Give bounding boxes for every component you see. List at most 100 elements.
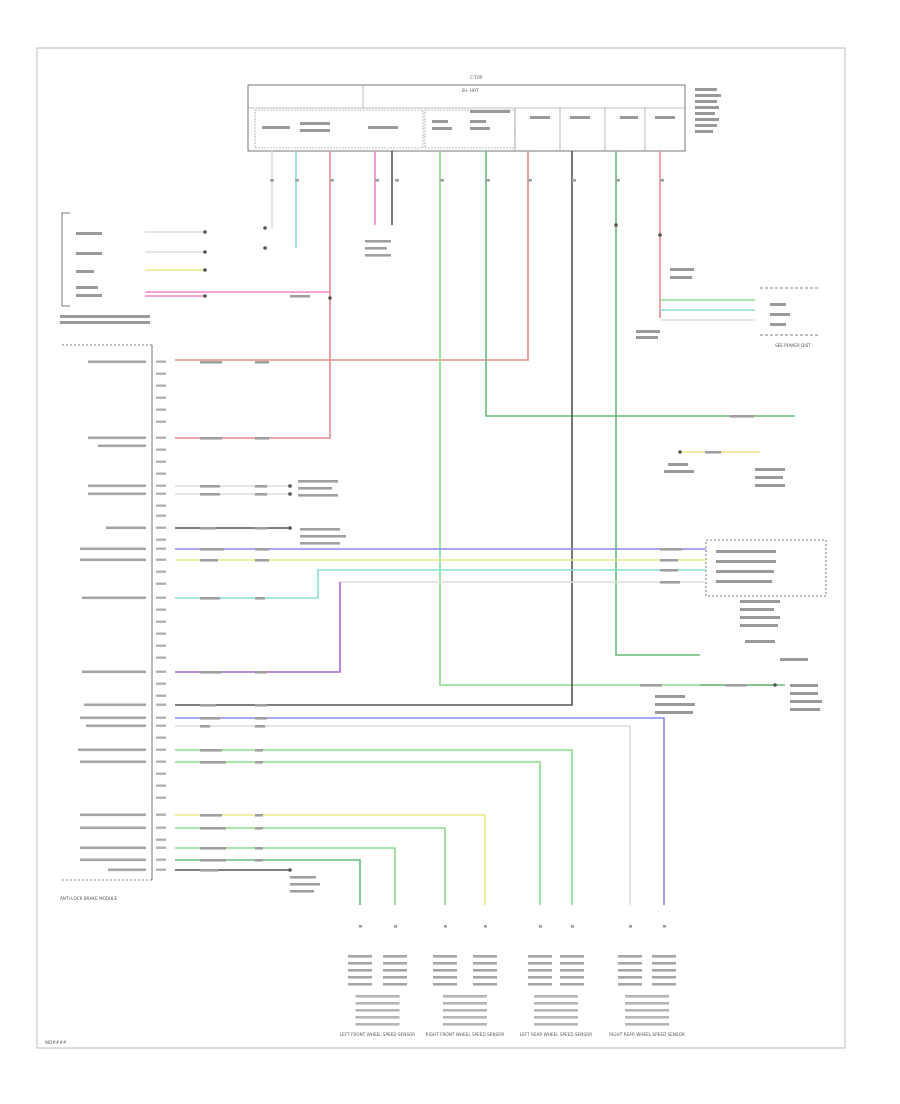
wire-label xyxy=(359,925,362,928)
wire-label xyxy=(255,725,265,728)
sensor-pin-label xyxy=(560,962,584,965)
sensor-pin-label xyxy=(348,976,372,979)
wire-label xyxy=(290,883,320,886)
pin-label xyxy=(88,436,146,440)
pin-number xyxy=(156,796,166,799)
pin-label xyxy=(82,670,146,674)
pin-label xyxy=(86,724,146,728)
pin-number xyxy=(156,656,166,659)
sensor-caption: RIGHT FRONT WHEEL SPEED SENSOR xyxy=(426,1032,505,1037)
wire-red-battery xyxy=(175,151,331,439)
wire-label xyxy=(200,437,222,440)
wire-label xyxy=(365,247,387,250)
sensor-pin-label xyxy=(618,976,642,979)
pin-label xyxy=(98,444,146,448)
wire-label xyxy=(486,179,490,182)
junction-dot xyxy=(203,250,207,254)
wire-label xyxy=(255,597,265,600)
pin-number xyxy=(156,826,166,829)
wire-label xyxy=(660,179,664,182)
pin-label xyxy=(80,558,146,562)
wire-label xyxy=(200,761,226,764)
sensor-pin-label xyxy=(528,983,552,986)
top-connector-label: C-TOP xyxy=(470,75,483,80)
wire-label xyxy=(730,415,754,418)
pin-label xyxy=(88,360,146,364)
pin-number xyxy=(156,558,166,561)
wire-black-ground xyxy=(175,151,573,706)
sensor-caption-line xyxy=(625,1002,669,1005)
pin-number xyxy=(156,682,166,685)
wire-label xyxy=(330,179,334,182)
sensor-caption-line xyxy=(625,1016,669,1019)
pin-label xyxy=(78,748,146,752)
top-fuse-block: C-TOP B+ HOT xyxy=(247,75,721,152)
sensor-caption-line xyxy=(355,995,400,998)
wire-label xyxy=(440,179,444,182)
junction-dot xyxy=(678,450,682,454)
pin-number xyxy=(156,538,166,541)
pin-number xyxy=(156,360,166,363)
junction-dot xyxy=(263,246,267,250)
left-rear-sensor: LEFT REAR WHEEL SPEED SENSOR xyxy=(520,925,593,1037)
wire-label xyxy=(200,859,226,862)
pin-number xyxy=(156,644,166,647)
wire-label xyxy=(200,814,222,817)
wire-label xyxy=(640,684,662,687)
wire-label xyxy=(300,528,340,531)
wire-label xyxy=(255,827,263,830)
wire-label xyxy=(616,179,620,182)
wire-label xyxy=(255,859,263,862)
sensor-caption-line xyxy=(443,1002,487,1005)
sensor-pin-label xyxy=(618,962,642,965)
sensor-pin-label xyxy=(383,976,407,979)
sensor-pin-label xyxy=(348,962,372,965)
pin-number xyxy=(156,670,166,673)
wire-label xyxy=(298,494,338,497)
sensor-caption-line xyxy=(534,1016,578,1019)
wire-label xyxy=(255,559,269,562)
right-sensor-connector xyxy=(655,463,827,714)
sensor-pin-label xyxy=(433,955,457,958)
pin-label xyxy=(106,526,146,530)
pin-number xyxy=(156,748,166,751)
wire-label xyxy=(255,749,263,752)
pin-number xyxy=(156,736,166,739)
pin-label xyxy=(80,813,146,817)
wire-label xyxy=(270,179,274,182)
pin-label xyxy=(80,858,146,862)
sensor-caption-line xyxy=(534,1002,578,1005)
pin-label xyxy=(80,716,146,720)
wire-label xyxy=(395,179,399,182)
wire-green-long xyxy=(439,151,775,686)
wire-label xyxy=(200,671,222,674)
pin-number xyxy=(156,448,166,451)
pin-number xyxy=(156,570,166,573)
pin-number xyxy=(156,596,166,599)
sensor-pin-label xyxy=(528,955,552,958)
sensor-pin-label xyxy=(348,969,372,972)
sensor-caption-line xyxy=(443,1023,487,1026)
pin-number xyxy=(156,858,166,861)
pin-number xyxy=(156,484,166,487)
wire-label xyxy=(200,361,222,364)
junction-dot xyxy=(614,223,618,227)
wire-label xyxy=(394,925,397,928)
pin-number xyxy=(156,620,166,623)
wire-label xyxy=(528,179,532,182)
wires xyxy=(145,151,795,905)
wire-label xyxy=(660,548,682,551)
wire-label xyxy=(255,361,269,364)
wire-label xyxy=(290,890,314,893)
sensor-pin-label xyxy=(348,955,372,958)
pin-number xyxy=(156,372,166,375)
right-front-sensor: RIGHT FRONT WHEEL SPEED SENSOR xyxy=(426,925,505,1037)
wire-label xyxy=(290,295,310,298)
pin-label xyxy=(88,492,146,496)
sensor-caption: LEFT REAR WHEEL SPEED SENSOR xyxy=(520,1032,593,1037)
pin-number xyxy=(156,694,166,697)
sensor-pin-label xyxy=(652,969,676,972)
wire-label xyxy=(629,925,632,928)
pin-number xyxy=(156,838,166,841)
